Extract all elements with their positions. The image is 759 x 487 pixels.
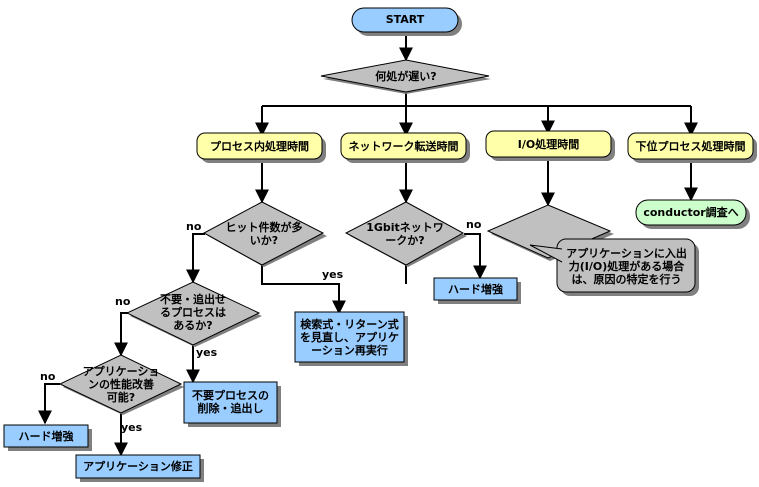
many-hits-decision — [202, 201, 325, 266]
connector-gbit-no — [464, 233, 487, 280]
app-fix-label: アプリケーション修正 — [83, 460, 193, 473]
connector-unneeded-no — [114, 312, 128, 357]
nodes — [3, 7, 754, 479]
start-label: START — [385, 13, 425, 26]
io-callout-box — [556, 238, 696, 293]
gbit-no-label: no — [466, 218, 482, 231]
io-callout-label: アプリケーションに入出 力(I/O)処理がある場合 は、原因の特定を行う — [566, 247, 687, 286]
remove-process-action — [183, 381, 278, 424]
slow-where-label: 何処が遅い? — [375, 70, 437, 83]
app-perf-no-label: no — [40, 370, 56, 383]
connector-hits-yes — [261, 265, 346, 315]
gbit-network-decision — [344, 201, 465, 266]
review-search-label: 検索式・リターン式 を見直し、アプリケ ーション再実行 — [300, 318, 399, 357]
lower-process-time-label: 下位プロセス処理時間 — [635, 140, 746, 153]
hw-upgrade-app-action — [3, 424, 89, 448]
hw-upgrade-network-action — [433, 277, 518, 301]
io-time-node — [485, 130, 612, 158]
network-time-label: ネットワーク転送時間 — [348, 140, 459, 153]
app-perf-yes-label: yes — [121, 421, 143, 434]
many-hits-yes-label: yes — [322, 268, 344, 281]
app-fix-action — [75, 454, 201, 479]
remove-process-label: 不要プロセスの 削除・追出し — [192, 389, 269, 415]
connector-app-no — [38, 383, 60, 425]
unneeded-process-label: 不要・追出せ るプロセスは あるか? — [160, 293, 226, 332]
many-hits-no-label: no — [186, 220, 202, 233]
io-decision — [486, 204, 612, 259]
slow-where-decision — [320, 59, 490, 93]
conductor-label: conductor調査へ — [643, 206, 739, 219]
unneeded-yes-label: yes — [196, 346, 218, 359]
connector-hits-no — [186, 233, 205, 284]
connectors — [38, 32, 698, 457]
gbit-network-label: 1Gbitネットワ ークか? — [366, 221, 444, 247]
network-time-node — [340, 132, 467, 160]
unneeded-process-decision — [125, 281, 261, 346]
many-hits-label: ヒット件数が多 いか? — [225, 221, 303, 247]
io-time-label: I/O処理時間 — [517, 138, 580, 151]
app-perf-decision — [58, 354, 183, 414]
process-time-label: プロセス内処理時間 — [210, 140, 309, 153]
review-search-action — [294, 311, 405, 363]
start-terminal — [351, 7, 459, 33]
hw-upgrade-network-label: ハード増強 — [448, 283, 503, 296]
process-time-node — [196, 132, 323, 160]
unneeded-no-label: no — [115, 295, 131, 308]
lower-process-time-node — [627, 132, 754, 160]
conductor-node — [635, 199, 747, 226]
hw-upgrade-app-label: ハード増強 — [18, 430, 74, 443]
app-perf-label: アプリケーショ ンの性能改善 可能? — [82, 365, 160, 404]
